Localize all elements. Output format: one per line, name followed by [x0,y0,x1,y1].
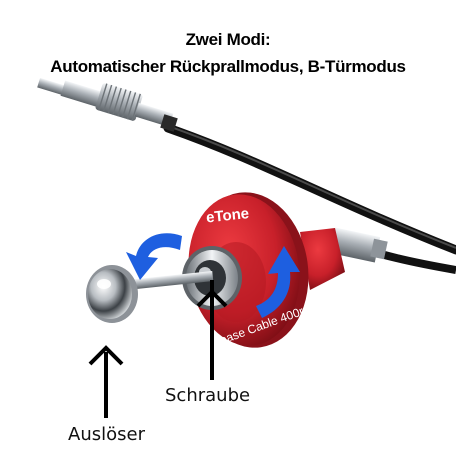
camera-connector [37,77,178,132]
curved-arrow-up-icon [256,246,300,318]
down-arrow-icon [196,280,228,380]
plunger-neck [300,228,345,290]
curved-arrow-left-icon [126,233,182,280]
release-button [86,265,138,323]
label-ausloeser: Auslöser [68,424,145,445]
metal-collar [329,227,388,263]
up-arrow-icon [88,345,124,418]
headline-line-2: Automatischer Rückprallmodus, B-Türmodus [50,57,406,76]
headline-line-1: Zwei Modi: [185,30,271,49]
label-schraube: Schraube [165,385,251,406]
release-shaft [117,271,214,291]
headline: Zwei Modi: Automatischer Rückprallmodus,… [0,26,456,80]
brand-logo: eTone [205,205,250,226]
